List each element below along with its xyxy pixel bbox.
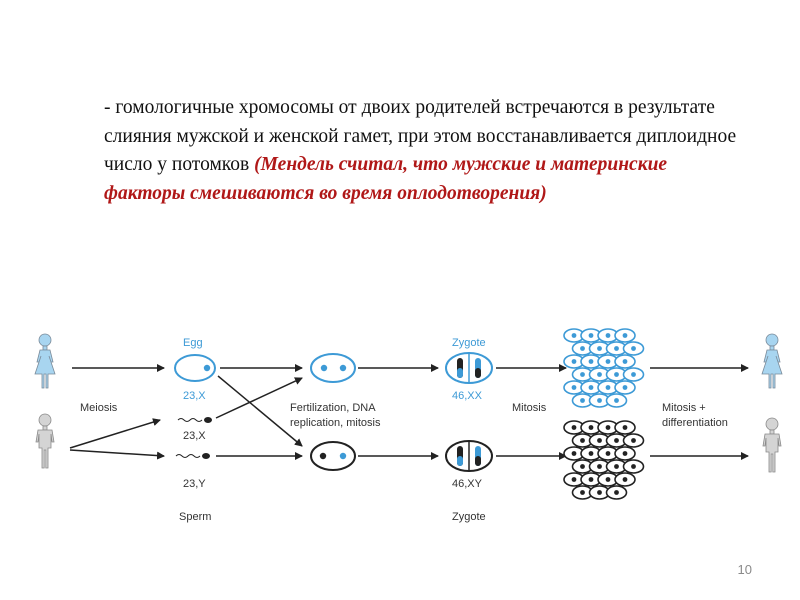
cell-nucleus [614,438,619,443]
cell-nucleus [580,490,585,495]
cell-nucleus [571,477,577,482]
mendel-note: (Мендель считал, что мужские и материнск… [104,154,668,204]
sperm-y [175,453,210,459]
cell-nucleus [614,372,619,377]
cell-nucleus [597,438,602,443]
cell-nucleus [597,490,602,495]
cell-nucleus [605,425,611,430]
cell-nucleus [571,359,577,364]
meiosis-arrow-father-up [69,418,161,449]
mitosis-differentiation-label-line1: Mitosis + [662,402,706,414]
cell-nucleus [588,425,594,430]
cell-nucleus [622,477,628,482]
sperm-x-to-top-zygote-arrow [215,377,303,419]
fertilized-cell-top [310,353,356,383]
zygote-xx-cell [445,352,493,384]
cell-nucleus [605,385,611,390]
cell-nucleus [631,372,636,377]
cell-nucleus [588,333,594,338]
mother-figure [34,333,56,389]
father-figure [35,413,55,469]
cell-nucleus [597,464,602,469]
offspring-female-figure [761,333,783,389]
egg-to-bottom-zygote-arrow [217,375,303,447]
meiosis-label: Meiosis [80,402,118,414]
cell-nucleus [622,385,628,390]
sperm-label: Sperm [179,511,211,523]
cell-nucleus [580,438,585,443]
cell-nucleus [631,464,636,469]
cell-nucleus [588,451,594,456]
offspring-male-figure [762,417,782,473]
cell-nucleus [605,451,611,456]
cell-nucleus [580,464,585,469]
cell-nucleus [588,477,594,482]
cell-nucleus [622,333,628,338]
cell-nucleus [614,490,619,495]
main-statement: - гомологичные хромосомы от двоих родите… [104,97,737,175]
fertilized-cell-bottom [310,441,356,471]
cell-nucleus [631,346,636,351]
cell-nucleus [614,346,619,351]
cell-nucleus [614,464,619,469]
mitosis-label: Mitosis [512,402,547,414]
sperm-x [177,417,212,423]
mitosis-differentiation-label-line2: differentiation [662,417,728,429]
cell-nucleus [571,451,577,456]
zygote-xy-count: 46,XY [452,478,483,490]
cell-nucleus [580,346,585,351]
fertilization-label-line1: Fertilization, DNA [290,402,376,414]
egg-label: Egg [183,337,203,349]
meiosis-arrow-father-down [69,449,165,460]
cell-cluster-female [563,328,645,408]
cell-nucleus [614,398,619,403]
cell-nucleus [597,398,602,403]
zygote-xy-cell [445,440,493,472]
zygote-bottom-label: Zygote [452,511,486,523]
cell-nucleus [622,425,628,430]
cell-nucleus [571,385,577,390]
cell-nucleus [622,451,628,456]
cell-nucleus [588,385,594,390]
cell-nucleus [597,372,602,377]
egg-chromosome-count: 23,X [183,390,206,402]
egg-cell [174,354,216,382]
fertilization-label-line2: replication, mitosis [290,417,381,429]
cell-nucleus [622,359,628,364]
cell-nucleus [605,333,611,338]
zygote-xx-count: 46,XX [452,390,483,402]
slide-text: - гомологичные хромосомы от двоих родите… [104,94,744,208]
cell-nucleus [605,359,611,364]
cell-nucleus [631,438,636,443]
cell-nucleus [580,372,585,377]
sperm-y-count: 23,Y [183,478,206,490]
cell-nucleus [571,333,577,338]
fertilization-diagram: Meiosis Egg 23,X 23,X 23,Y Sperm Fertili… [34,328,783,523]
cell-nucleus [588,359,594,364]
cell-nucleus [597,346,602,351]
slide-number: 10 [737,562,752,577]
cell-nucleus [605,477,611,482]
cell-nucleus [580,398,585,403]
cell-nucleus [571,425,577,430]
sperm-x-count: 23,X [183,430,206,442]
zygote-top-label: Zygote [452,337,486,349]
cell-cluster-male [563,420,645,500]
